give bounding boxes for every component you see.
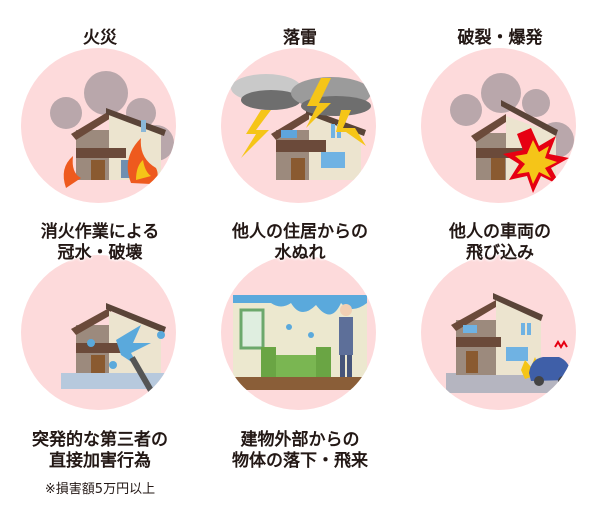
item-water-leak: 他人の住居からの 水ぬれ bbox=[200, 210, 400, 415]
title-line: 直接加害行為 bbox=[49, 451, 151, 471]
item-title: 他人の車両の 飛び込み bbox=[400, 222, 600, 264]
item-falling-objects: 建物外部からの 物体の落下・飛来 bbox=[200, 415, 400, 521]
title-line: 建物外部からの bbox=[240, 430, 360, 450]
item-title: 消火作業による 冠水・破壊 bbox=[0, 222, 200, 264]
title-line: 火災 bbox=[83, 28, 117, 48]
item-title: 落雷 bbox=[200, 28, 400, 49]
title-line: 落雷 bbox=[283, 28, 317, 48]
house-firefighting-water-icon bbox=[21, 255, 176, 410]
title-line: 物体の落下・飛来 bbox=[232, 451, 368, 471]
item-title: 建物外部からの 物体の落下・飛来 bbox=[200, 430, 400, 472]
house-lightning-icon bbox=[221, 48, 376, 203]
item-title: 破裂・爆発 bbox=[400, 28, 600, 49]
item-third-party-damage: 突発的な第三者の 直接加害行為 ※損害額5万円以上 bbox=[0, 415, 200, 521]
item-lightning: 落雷 bbox=[200, 0, 400, 210]
damage-threshold-note: ※損害額5万円以上 bbox=[44, 482, 156, 497]
title-line: 水ぬれ bbox=[274, 243, 326, 263]
title-line: 飛び込み bbox=[466, 243, 534, 263]
item-car-crash: 他人の車両の 飛び込み bbox=[400, 210, 600, 415]
title-line: 消火作業による bbox=[40, 222, 160, 242]
item-title: 突発的な第三者の 直接加害行為 bbox=[0, 430, 200, 472]
item-title: 火災 bbox=[0, 28, 200, 49]
car-crash-house-icon bbox=[421, 255, 576, 410]
water-leak-room-icon bbox=[221, 255, 376, 410]
title-line: 突発的な第三者の bbox=[32, 430, 168, 450]
house-explosion-icon bbox=[421, 48, 576, 203]
item-firefighting-water: 消火作業による 冠水・破壊 bbox=[0, 210, 200, 415]
title-line: 他人の住居からの bbox=[232, 222, 368, 242]
title-line: 破裂・爆発 bbox=[457, 28, 543, 48]
item-title: 他人の住居からの 水ぬれ bbox=[200, 222, 400, 264]
item-explosion: 破裂・爆発 bbox=[400, 0, 600, 210]
title-line: 他人の車両の bbox=[449, 222, 551, 242]
house-fire-icon bbox=[21, 48, 176, 203]
title-line: 冠水・破壊 bbox=[57, 243, 143, 263]
item-fire: 火災 bbox=[0, 0, 200, 210]
